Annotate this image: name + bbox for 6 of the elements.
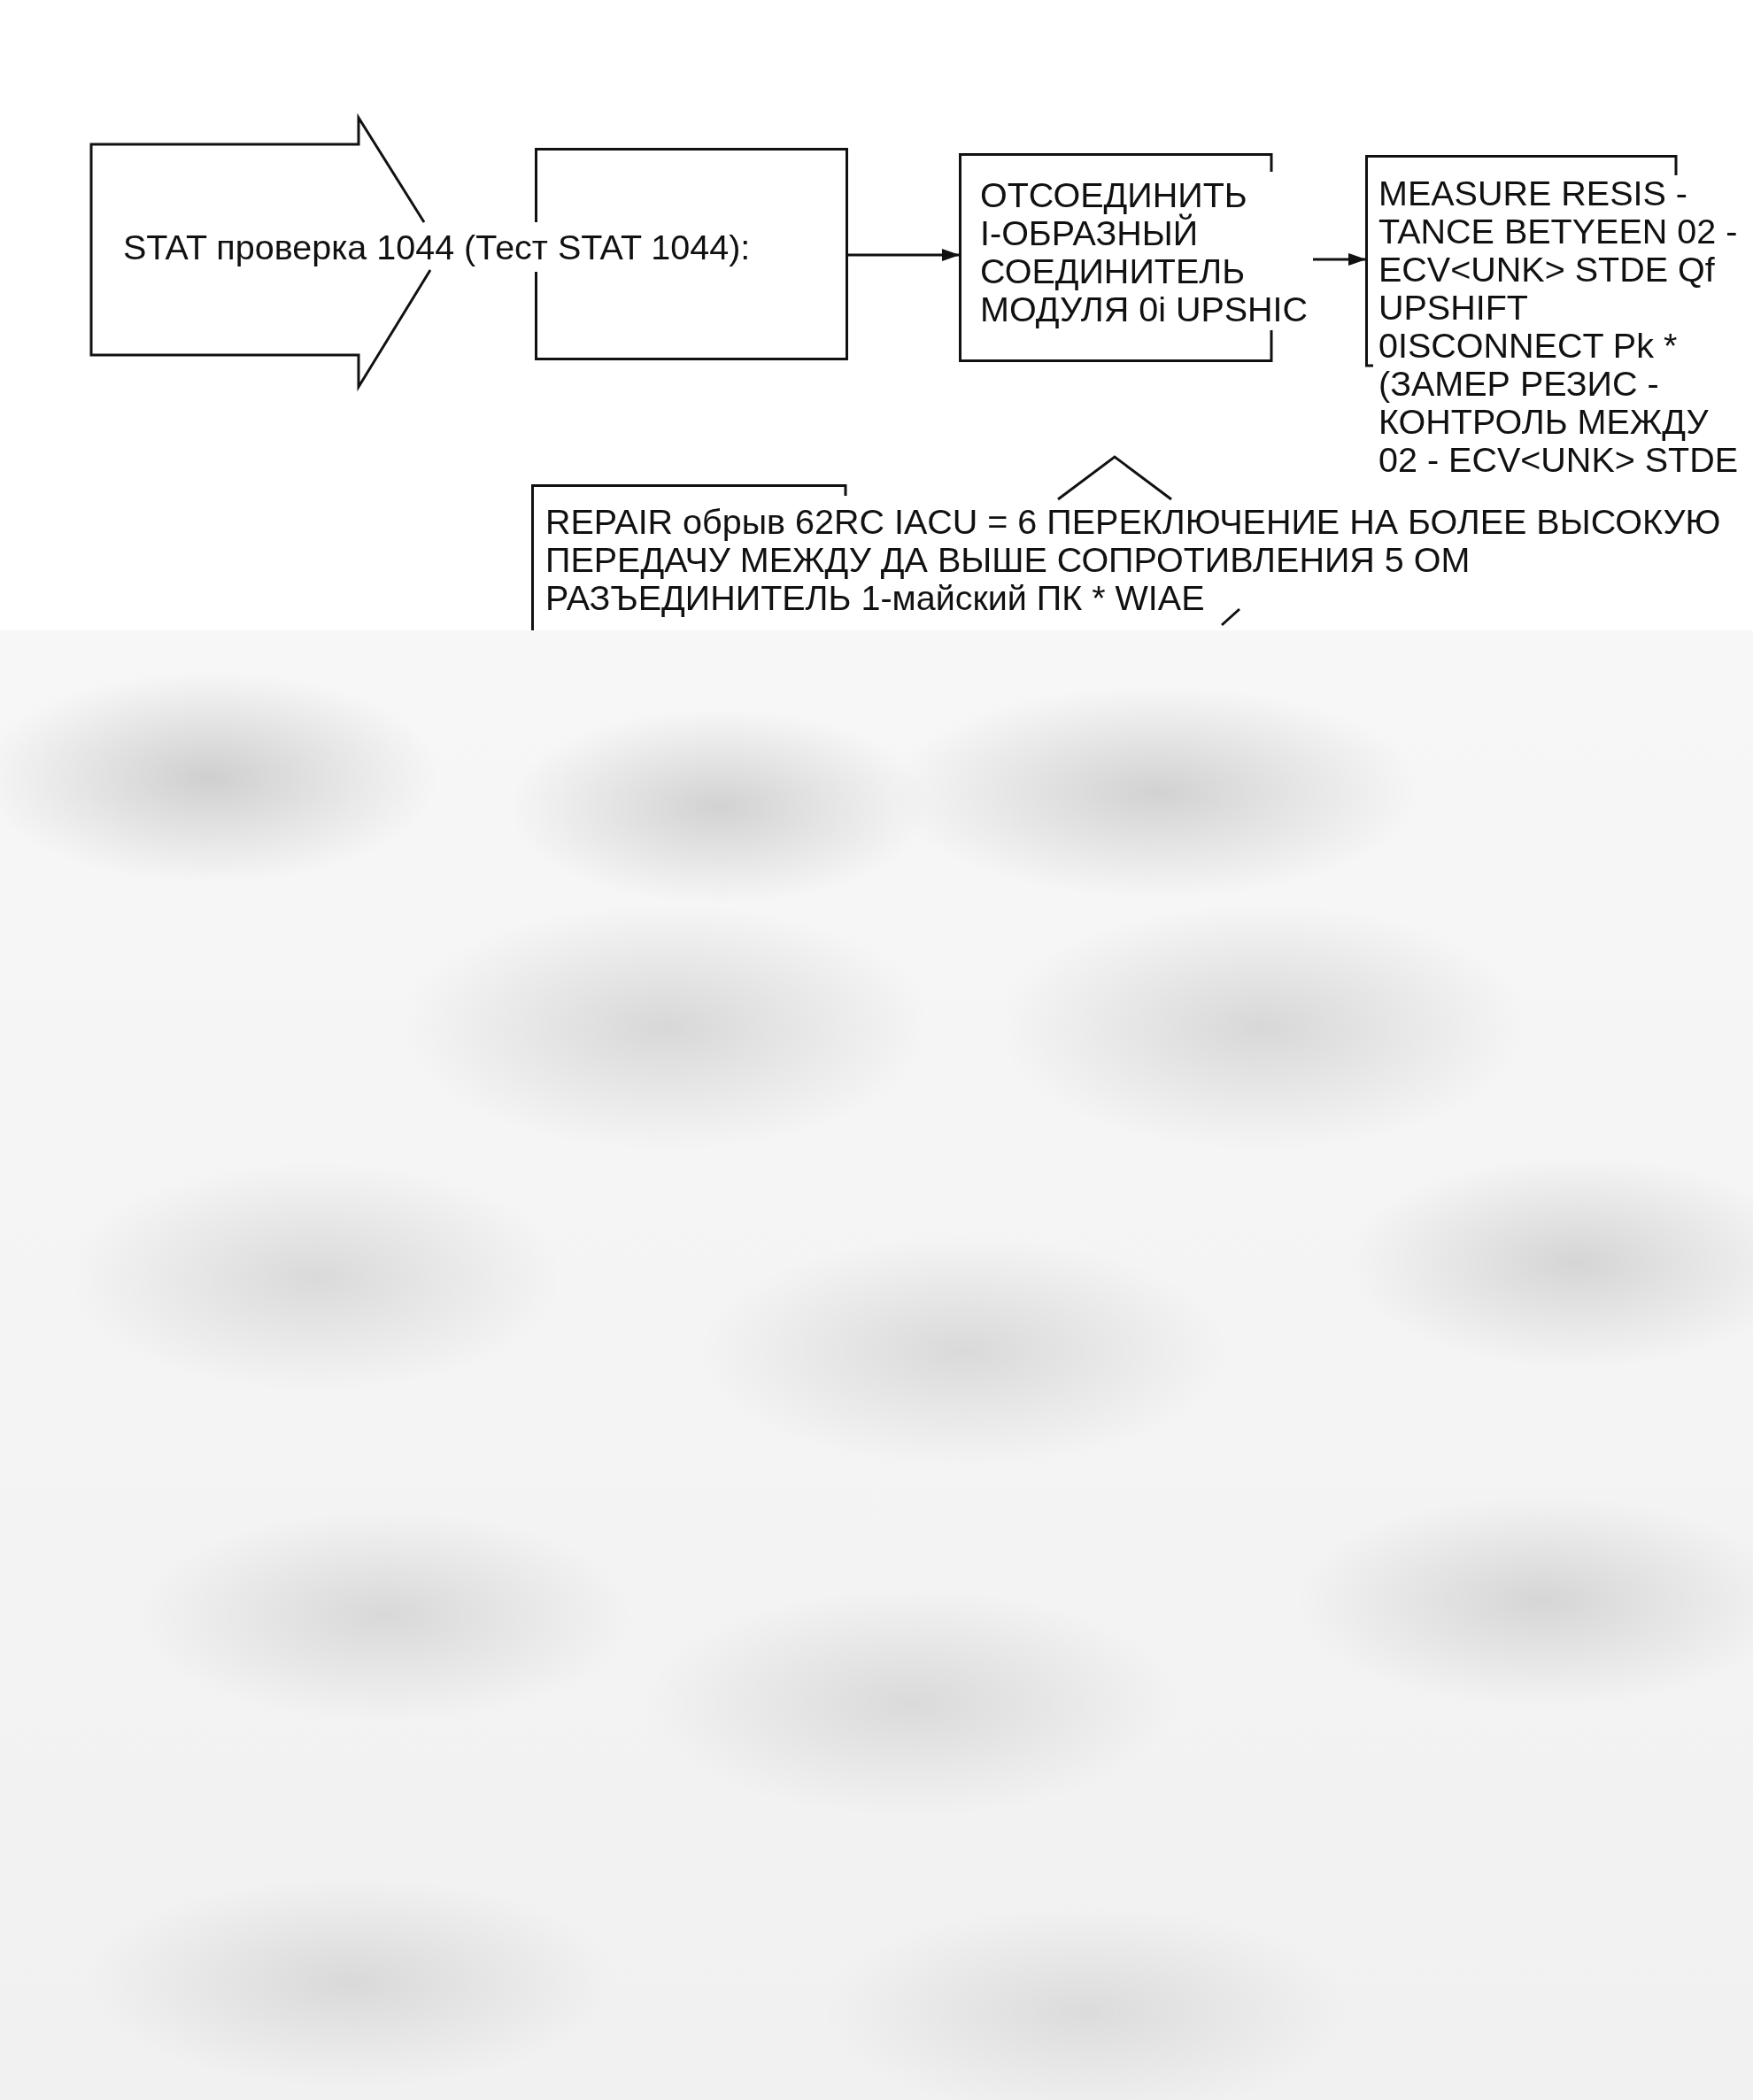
step-text: STAT проверка 1044 (Тест STAT 1044): (123, 228, 751, 266)
step-text: ОТСОЕДИНИТЬ I-ОБРАЗНЫЙ СОЕДИНИТЕЛЬ МОДУЛЯ 0i UPSHIC (980, 176, 1309, 328)
arrow (1313, 253, 1366, 266)
step-text: REPAIR обрыв 62RC IACU = 6 ПЕРЕКЛЮЧЕНИЕ НА БОЛЕЕ ВЫСОКУЮ ПЕРЕДАЧУ МЕЖДУ ДА ВЫШЕ СОПРОТИВЛЕНИЯ 5 ОМ РАЗЪЕДИНИТЕЛЬ 1-майский ПК * WIAE (545, 503, 1721, 617)
arrow (848, 249, 960, 261)
step-text: MEASURE RESIS - TANCE BETYEEN 02 - ECV<UNK> STDE Qf UPSHIFT 0ISCONNECT Pk * (ЗАМЕР РЕЗИС - КОНТРОЛЬ МЕЖДУ 02 - ECV<UNK> STDE (1378, 174, 1739, 479)
